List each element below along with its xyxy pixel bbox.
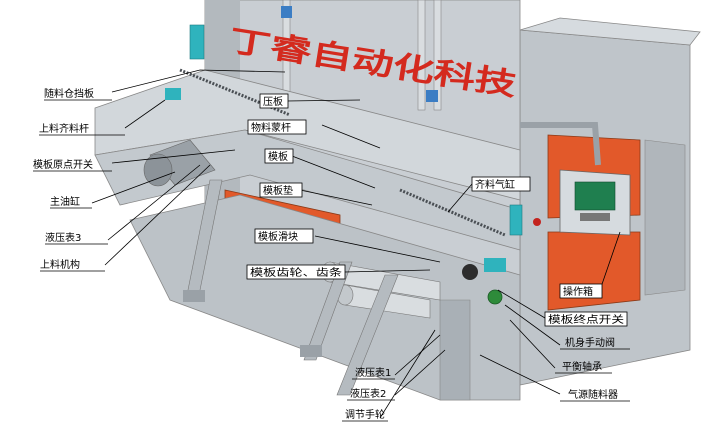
box-yaban <box>259 93 289 109</box>
feed-leg-2 <box>303 261 353 361</box>
box-wuliao-mengan <box>247 119 307 135</box>
feed-leg-foot-2 <box>300 345 322 357</box>
label-yeya-biao-1: 液压表1 <box>355 366 391 379</box>
teal-bracket-mid <box>165 88 181 100</box>
label-pingheng-zhoucheng: 平衡轴承 <box>562 360 602 373</box>
hand-wheel-gear <box>462 264 478 280</box>
rod-clamp-mid <box>426 90 438 102</box>
label-qiliao-qigang: 齐料气缸 <box>475 178 515 191</box>
label-zhu-yougang: 主油缸 <box>50 195 80 208</box>
label-suiliao-cang-dangban: 随料仓挡板 <box>44 87 94 100</box>
machine-illustration: 丁睿自动化科技 <box>94 0 701 401</box>
label-mengban-dian: 模板垫 <box>263 184 293 197</box>
feed-leg-3 <box>336 274 399 396</box>
label-caozuo-xiang: 操作箱 <box>563 285 593 298</box>
base-front-leg <box>439 299 471 401</box>
label-mengban-zhongdian-kaiguan: 模板终点开关 <box>548 313 624 326</box>
label-shangliao-jigou: 上料机构 <box>40 258 80 271</box>
boxed-labels: 压板 物料蒙杆 模板 模板垫 模板滑块 模板齿轮、齿条 齐料气缸 操作箱 模板终… <box>246 93 628 327</box>
leader-lines <box>91 69 621 419</box>
teal-bracket-right <box>509 204 523 236</box>
feed-leg-foot-1 <box>183 290 205 302</box>
box-mengban-dian <box>259 182 303 198</box>
label-mengban-yuandian-kaiguan: 模板原点开关 <box>33 158 93 171</box>
cabinet-right-panel <box>644 139 686 296</box>
red-knob <box>533 218 541 226</box>
label-wuliao-mengan: 物料蒙杆 <box>251 121 291 134</box>
right-cabinet-top <box>519 17 701 46</box>
rod-clamp-left <box>281 6 292 18</box>
plain-labels: 随料仓挡板 上料齐料杆 模板原点开关 主油缸 液压表3 上料机构 机身手动阀 平… <box>33 87 630 422</box>
lift-rod-mid <box>417 0 426 111</box>
main-cylinder <box>143 139 216 187</box>
label-shangliao-qiliao-gan: 上料齐料杆 <box>39 122 89 135</box>
label-yaban: 压板 <box>263 95 283 108</box>
box-mengban-huakuai <box>254 228 314 244</box>
green-valve <box>487 289 503 305</box>
teal-bracket-top <box>189 24 205 60</box>
box-caozuo-xiang <box>559 283 603 299</box>
operator-box <box>520 122 631 236</box>
box-mengban-zhongdian-kaiguan <box>544 311 628 327</box>
label-mengban: 模板 <box>268 150 288 163</box>
label-mengban-huakuai: 模板滑块 <box>258 230 298 243</box>
teal-switch-end <box>484 258 506 272</box>
label-mengban-chilun-chitiao: 模板齿轮、齿条 <box>250 266 342 279</box>
label-yeya-biao-3: 液压表3 <box>45 231 81 244</box>
label-qiyuan-suiliao-qi: 气源随料器 <box>568 388 618 401</box>
machine-base <box>129 194 521 401</box>
lift-rod-right <box>433 0 442 111</box>
box-qiliao-qigang <box>471 176 531 192</box>
box-mengban-chilun-chitiao <box>246 264 346 280</box>
box-mengban <box>264 148 294 164</box>
label-jishen-shoudong-fa: 机身手动阀 <box>565 336 615 349</box>
label-tiaojie-shoulun: 调节手轮 <box>345 408 385 421</box>
label-yeya-biao-2: 液压表2 <box>350 387 386 400</box>
screw-rod-lower <box>399 188 506 237</box>
